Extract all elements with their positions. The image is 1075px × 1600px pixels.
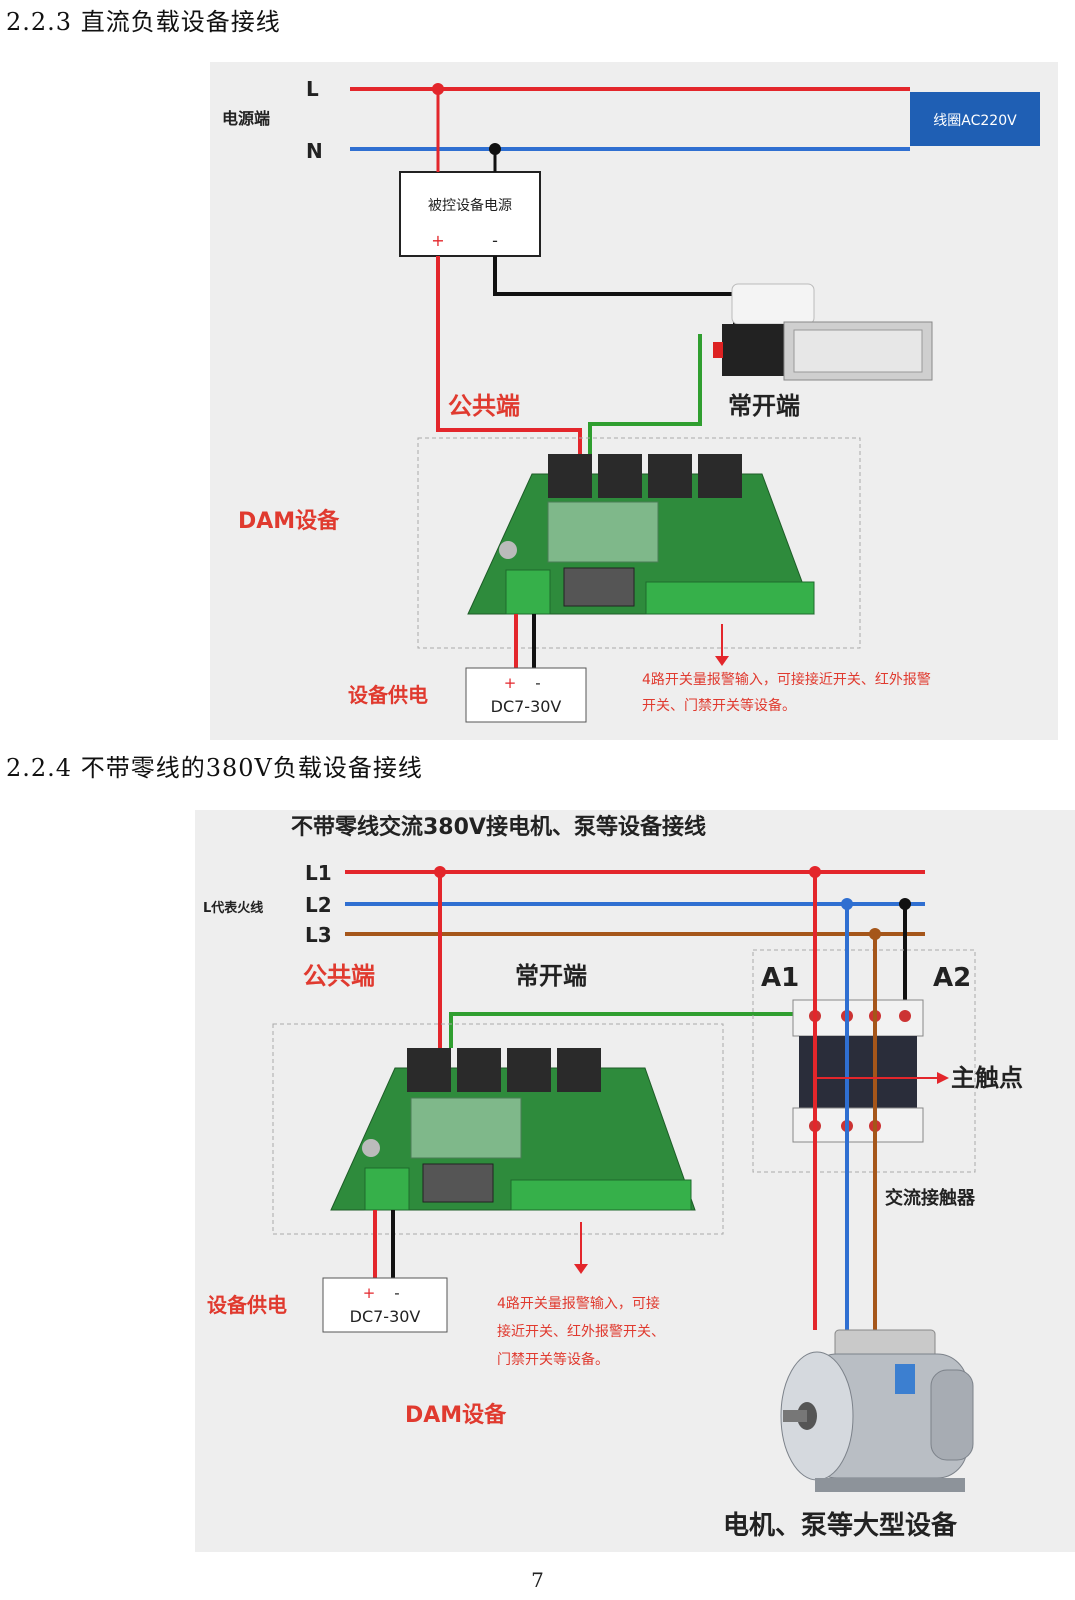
dam-device-label: DAM设备 bbox=[405, 1402, 507, 1428]
dc-minus-label: - bbox=[394, 1284, 399, 1302]
line-l-label: L bbox=[306, 77, 319, 101]
alarm-note-line-1: 4路开关量报警输入，可接 bbox=[497, 1295, 660, 1312]
figure-title: 不带零线交流380V接电机、泵等设备接线 bbox=[291, 814, 706, 840]
dc-minus-label: - bbox=[535, 674, 540, 692]
ac380-load-wiring-figure: 不带零线交流380V接电机、泵等设备接线 L1 L2 L3 L代表火线 公共端 … bbox=[195, 810, 1075, 1552]
common-label: 公共端 bbox=[448, 392, 520, 420]
section-heading-2-2-4: 2.2.4 不带零线的380V负载设备接线 bbox=[6, 754, 423, 782]
normally-open-label: 常开端 bbox=[515, 962, 587, 990]
dc-range-label: DC7-30V bbox=[350, 1307, 421, 1326]
coil-box bbox=[910, 92, 1040, 146]
controlled-power-box bbox=[399, 171, 541, 257]
dc-supply-box bbox=[465, 667, 587, 723]
ac380-load-wiring-diagram: 不带零线交流380V接电机、泵等设备接线 L1 L2 L3 L代表火线 公共端 … bbox=[203, 814, 1023, 1541]
motor-label: 电机、泵等大型设备 bbox=[723, 1510, 958, 1541]
l1-label: L1 bbox=[305, 861, 332, 885]
dam-device-label: DAM设备 bbox=[238, 508, 340, 534]
dc-load-wiring-diagram: L N 电源端 线圈AC220V 被控设备电源 + - 公共端 常开端 DAM设… bbox=[222, 77, 1040, 723]
controlled-power-label: 被控设备电源 bbox=[428, 197, 512, 214]
section-heading-2-2-3: 2.2.3 直流负载设备接线 bbox=[6, 8, 281, 36]
input-arrow-head bbox=[574, 1264, 588, 1274]
dam-frame bbox=[272, 1023, 724, 1235]
l3-label: L3 bbox=[305, 923, 332, 947]
a2-label: A2 bbox=[933, 963, 971, 993]
motor-image bbox=[780, 1329, 974, 1492]
contactor-frame bbox=[752, 949, 976, 1173]
coil-box-label: 线圈AC220V bbox=[933, 113, 1017, 129]
main-contact-label: 主触点 bbox=[951, 1064, 1023, 1092]
dam-board bbox=[467, 454, 815, 615]
page-number: 7 bbox=[531, 1568, 544, 1592]
minus-to-valve-wire bbox=[493, 256, 737, 324]
dc-supply-box bbox=[322, 1277, 448, 1333]
l2-label: L2 bbox=[305, 893, 332, 917]
main-contact-arrow-head bbox=[937, 1072, 949, 1084]
dc-plus-label: + bbox=[363, 1284, 376, 1302]
common-wire bbox=[436, 256, 582, 454]
solenoid-valve bbox=[713, 283, 933, 381]
device-power-label: 设备供电 bbox=[348, 683, 428, 707]
input-arrow-head bbox=[715, 656, 729, 666]
ac-contactor bbox=[792, 999, 924, 1143]
normally-open-wire bbox=[449, 1012, 801, 1048]
common-label: 公共端 bbox=[303, 962, 375, 990]
controlled-power-plus: + bbox=[431, 231, 444, 250]
normally-open-label: 常开端 bbox=[728, 392, 800, 420]
dc-plus-label: + bbox=[504, 674, 517, 692]
controlled-power-minus: - bbox=[492, 231, 498, 250]
dc-range-label: DC7-30V bbox=[491, 697, 562, 716]
normally-open-wire bbox=[588, 334, 702, 454]
alarm-note-line-2: 接近开关、红外报警开关、 bbox=[497, 1323, 665, 1340]
alarm-note-line-3: 门禁开关等设备。 bbox=[497, 1351, 609, 1368]
l-note-label: L代表火线 bbox=[203, 900, 263, 916]
contactor-label: 交流接触器 bbox=[885, 1187, 976, 1209]
dam-board bbox=[330, 1048, 696, 1211]
device-power-label: 设备供电 bbox=[207, 1293, 287, 1317]
dam-frame bbox=[417, 437, 861, 649]
alarm-note-line-1: 4路开关量报警输入，可接接近开关、红外报警 bbox=[642, 671, 931, 688]
alarm-note-line-2: 开关、门禁开关等设备。 bbox=[642, 697, 796, 714]
dc-load-wiring-figure: L N 电源端 线圈AC220V 被控设备电源 + - 公共端 常开端 DAM设… bbox=[210, 62, 1058, 740]
line-n-label: N bbox=[306, 139, 323, 163]
a1-label: A1 bbox=[761, 963, 799, 993]
power-side-label: 电源端 bbox=[222, 109, 270, 128]
